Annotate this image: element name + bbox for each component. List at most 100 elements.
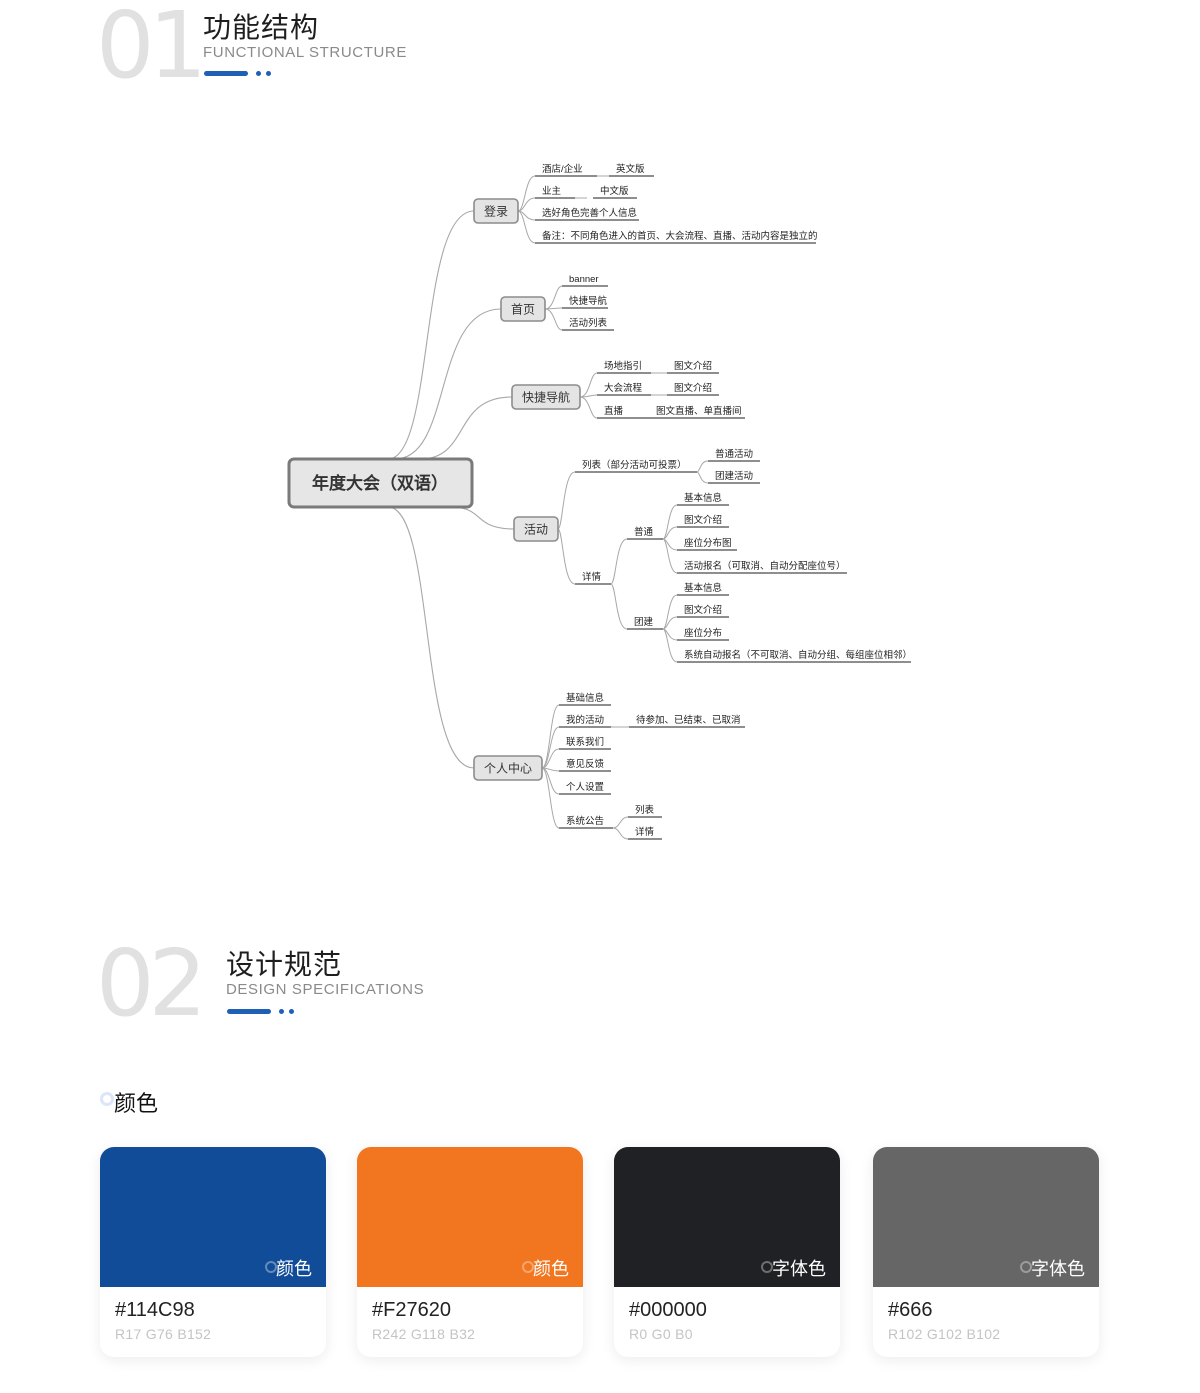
mind-map-branch-box [500, 296, 546, 322]
color-card: 颜色 #114C98 R17 G76 B152 [100, 1147, 326, 1357]
connector-line [544, 285, 563, 310]
mind-map-leaf: 直播 [604, 405, 624, 417]
colors-heading-label: 颜色 [114, 1091, 159, 1116]
connector-line [579, 372, 598, 398]
mind-map-leaf: 意见反馈 [566, 758, 605, 770]
mind-map-leaf: 备注：不同角色进入的首页、大会流程、直播、活动内容是独立的 [542, 230, 818, 242]
color-swatch [614, 1147, 840, 1287]
root-branch-connector [419, 396, 513, 460]
mind-map-leaf: 待参加、已结束、已取消 [636, 714, 741, 726]
mind-map-branch-box [513, 516, 559, 542]
color-rgb: R0 G0 B0 [629, 1326, 693, 1342]
connector-line [544, 308, 563, 331]
mind-map-leaf: 图文直播、单直播间 [656, 405, 742, 417]
color-tag-label: 字体色 [772, 1259, 826, 1279]
mind-map-leaf: 活动列表 [569, 317, 608, 329]
connector-line [517, 175, 536, 212]
connector-line [517, 210, 536, 244]
mind-map-root-label: 年度大会（双语） [312, 473, 448, 493]
section-title: 功能结构 [203, 12, 320, 43]
mind-map-diagram: 年度大会（双语）登录首页快捷导航活动个人中心酒店/企业英文版业主中文版选好角色完… [287, 163, 912, 840]
color-rgb: R102 G102 B102 [888, 1326, 1001, 1342]
mind-map-leaf: 座位分布图 [684, 537, 732, 549]
connector-line [541, 767, 560, 829]
mind-map-branch-label: 登录 [484, 203, 508, 218]
color-card: 字体色 #000000 R0 G0 B0 [614, 1147, 840, 1357]
color-tag: 颜色 [265, 1255, 312, 1281]
ring-icon [100, 1092, 114, 1106]
mind-map-leaf: 座位分布 [684, 627, 722, 639]
mind-map-leaf: 列表 [635, 804, 655, 816]
mind-map-leaf: 系统公告 [566, 815, 604, 827]
color-card: 颜色 #F27620 R242 G118 B32 [357, 1147, 583, 1357]
mind-map-leaf: 中文版 [600, 185, 629, 197]
color-tag-label: 颜色 [276, 1259, 312, 1279]
mind-map-leaf: 图文介绍 [684, 514, 722, 526]
section-number: 01 [96, 0, 207, 99]
mind-map-leaf: 业主 [542, 185, 561, 197]
color-tag-label: 字体色 [1031, 1259, 1085, 1279]
mind-map-leaf: 列表（部分活动可投票） [582, 459, 687, 471]
connector-line [610, 583, 628, 630]
connector-line [662, 628, 678, 663]
mind-map-leaf: 大会流程 [604, 382, 643, 394]
color-tag: 字体色 [1020, 1255, 1085, 1281]
ring-icon [1020, 1261, 1032, 1273]
mind-map-leaf: 图文介绍 [684, 604, 722, 616]
connector-line [517, 197, 536, 212]
underline-dot [256, 71, 261, 76]
color-hex: #666 [888, 1299, 933, 1321]
mind-map-leaf: 场地指引 [604, 360, 642, 372]
mind-map-branch-label: 快捷导航 [522, 389, 570, 404]
root-branch-connector [387, 210, 475, 460]
mind-map-root-box [287, 457, 474, 509]
mind-map-leaf: 活动报名（可取消、自动分配座位号） [684, 560, 846, 572]
mind-map-leaf: 联系我们 [566, 736, 604, 748]
color-rgb: R242 G118 B32 [372, 1326, 476, 1342]
underline-dot [279, 1009, 284, 1014]
mind-map-nodes: 年度大会（双语）登录首页快捷导航活动个人中心酒店/企业英文版业主中文版选好角色完… [287, 163, 912, 840]
mind-map-leaf: 我的活动 [566, 714, 604, 726]
mind-map-leaf: 英文版 [616, 163, 645, 175]
mind-map-leaf: 详情 [635, 826, 655, 838]
connector-line [662, 628, 678, 641]
color-hex: #000000 [629, 1299, 707, 1321]
connector-line [662, 616, 678, 630]
underline-dot [289, 1009, 294, 1014]
connector-line [557, 528, 576, 585]
color-hex: #114C98 [115, 1299, 195, 1321]
connector-line [541, 748, 560, 769]
title-underline-decoration [227, 1009, 307, 1014]
mind-map-branch-box [511, 384, 581, 410]
mind-map-leaf: 基本信息 [684, 492, 722, 504]
section-title: 设计规范 [226, 949, 343, 980]
mind-map-leaf: 快捷导航 [569, 295, 608, 307]
mind-map-leaf: 系统自动报名（不可取消、自动分组、每组座位相邻） [684, 649, 912, 661]
underline-bar [204, 71, 248, 76]
ring-icon [265, 1261, 277, 1273]
connector-line [662, 538, 678, 551]
section-subtitle: FUNCTIONAL STRUCTURE [203, 44, 407, 61]
color-tag: 字体色 [761, 1255, 826, 1281]
connector-line [612, 816, 629, 829]
mind-map-branch-box [473, 198, 519, 224]
connector-line [662, 594, 678, 630]
color-tag: 颜色 [522, 1255, 569, 1281]
ring-icon [522, 1261, 534, 1273]
mind-map-leaf: 详情 [582, 571, 602, 583]
connector-line [662, 504, 678, 540]
mind-map-leaf: 图文介绍 [674, 360, 712, 372]
mind-map-leaf: 团建活动 [715, 470, 753, 482]
connector-line [610, 538, 628, 585]
color-swatch [873, 1147, 1099, 1287]
color-swatch [357, 1147, 583, 1287]
mind-map-branch-label: 活动 [524, 522, 548, 536]
mind-map-branch-box [473, 755, 543, 781]
section-subtitle: DESIGN SPECIFICATIONS [226, 981, 425, 998]
connector-line [579, 396, 598, 419]
title-underline-decoration [204, 71, 284, 76]
connector-line [662, 526, 678, 540]
mind-map-leaf: 酒店/企业 [542, 163, 583, 175]
mind-map-leaf: 基础信息 [566, 692, 604, 704]
connector-lines [387, 175, 709, 840]
